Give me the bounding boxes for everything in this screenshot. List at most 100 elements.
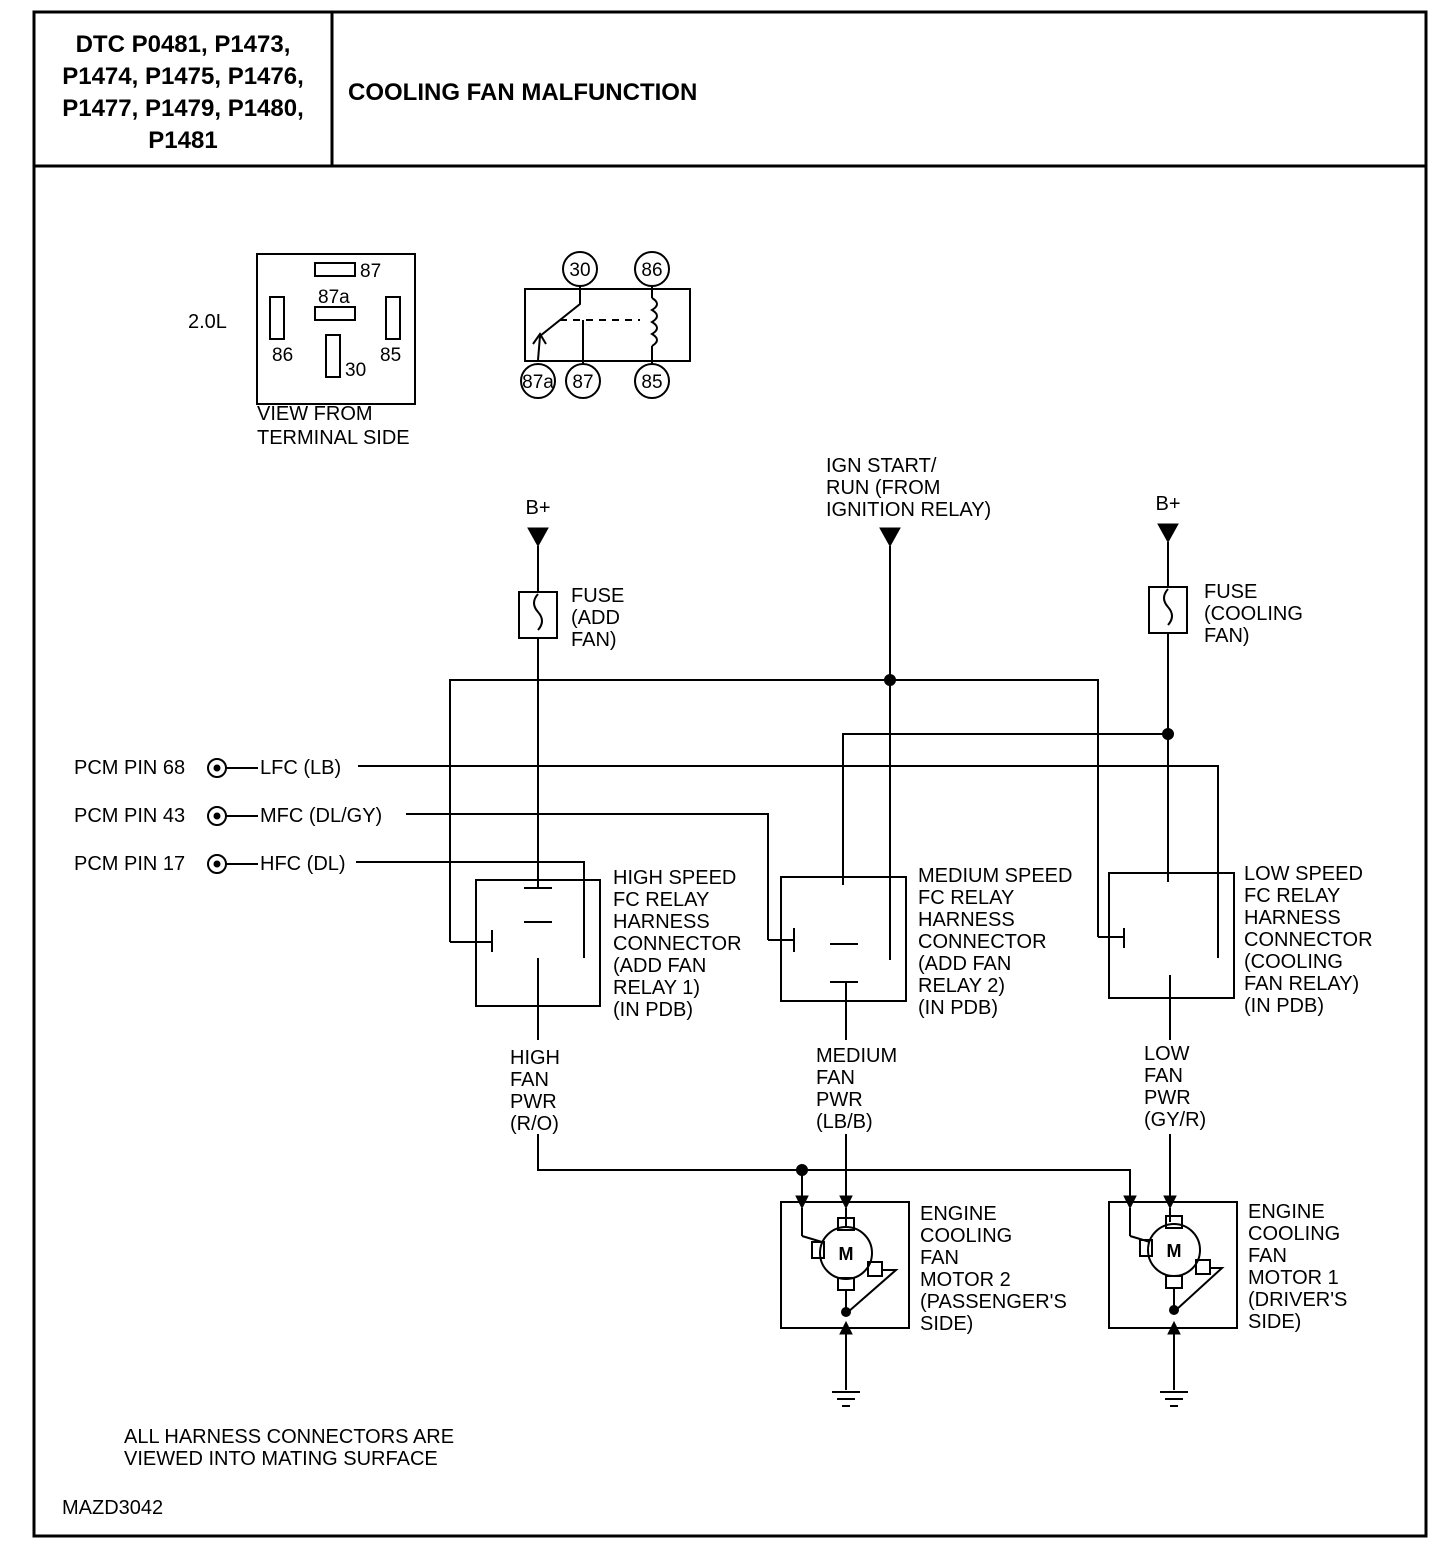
low-relay-body xyxy=(1108,872,1235,999)
pcm-pin-43-dot xyxy=(213,812,221,820)
terminal-86-label: 86 xyxy=(272,345,293,366)
splice-high-fan xyxy=(796,1164,808,1176)
terminal-86-blade xyxy=(269,296,285,340)
motor1-line-2: COOLING xyxy=(1248,1223,1340,1245)
relay-terminal-86-label: 86 xyxy=(641,260,662,281)
fuse-cooling-fan: FUSE (COOLING FAN) xyxy=(1148,581,1303,647)
ign-line-3: IGNITION RELAY) xyxy=(826,499,991,521)
pcm-pin-43: PCM PIN 43 MFC (DL/GY) xyxy=(74,805,382,827)
wire-mfc xyxy=(406,813,769,940)
pcm-pin-68-label: PCM PIN 68 xyxy=(74,757,185,779)
pcm-pin-68-signal: LFC (LB) xyxy=(260,757,341,779)
medium-relay-line-2: FC RELAY xyxy=(918,887,1014,909)
fuse-cooling-fan-body xyxy=(1148,586,1188,634)
ign-line-1: IGN START/ xyxy=(826,455,937,477)
high-speed-relay-connector xyxy=(450,860,601,1007)
fan-motor-1: M xyxy=(1108,1195,1238,1335)
fuse-add-fan-line-3: FAN) xyxy=(571,629,617,651)
pcm-pin-17: PCM PIN 17 HFC (DL) xyxy=(74,853,346,875)
relay-terminal-30-label: 30 xyxy=(569,260,590,281)
pcm-pin-17-dot xyxy=(213,860,221,868)
low-relay-line-4: CONNECTOR xyxy=(1244,929,1373,951)
high-relay-line-4: CONNECTOR xyxy=(613,933,742,955)
motor1-label: ENGINE COOLING FAN MOTOR 1 (DRIVER'S SID… xyxy=(1248,1201,1347,1333)
high-relay-line-5: (ADD FAN xyxy=(613,955,706,977)
medium-speed-relay-connector xyxy=(768,860,907,1002)
high-relay-line-1: HIGH SPEED xyxy=(613,867,736,889)
relay-switch-contact xyxy=(532,332,547,345)
dtc-line-1: DTC P0481, P1473, xyxy=(76,31,291,58)
motor1-ground-node xyxy=(1169,1305,1179,1315)
high-fan-pwr-label: HIGH FAN PWR (R/O) xyxy=(510,1047,560,1135)
low-speed-relay-connector xyxy=(1098,860,1235,999)
pcm-pin-43-label: PCM PIN 43 xyxy=(74,805,185,827)
footer-note-line-2: VIEWED INTO MATING SURFACE xyxy=(124,1448,438,1470)
motor1-line-5: (DRIVER'S xyxy=(1248,1289,1347,1311)
low-relay-line-6: FAN RELAY) xyxy=(1244,973,1359,995)
motor2-line-5: (PASSENGER'S xyxy=(920,1291,1067,1313)
splice-ign xyxy=(884,674,896,686)
footer-note-line-1: ALL HARNESS CONNECTORS ARE xyxy=(124,1426,454,1448)
diagram-frame xyxy=(32,10,1428,1538)
terminal-30-label: 30 xyxy=(345,360,366,381)
motor2-symbol: M xyxy=(839,1244,854,1264)
dtc-line-4: P1481 xyxy=(148,127,217,154)
fuse-add-fan-element xyxy=(533,593,543,631)
motor1-armature xyxy=(1147,1223,1201,1277)
low-relay-line-1: LOW SPEED xyxy=(1244,863,1363,885)
motor2-label: ENGINE COOLING FAN MOTOR 2 (PASSENGER'S … xyxy=(920,1203,1067,1335)
b-plus-right-arrow xyxy=(1157,523,1179,544)
view-caption-line-1: VIEW FROM xyxy=(257,403,373,425)
dtc-line-2: P1474, P1475, P1476, xyxy=(62,63,304,90)
motor2-line-1: ENGINE xyxy=(920,1203,997,1225)
relay-switch-arm xyxy=(537,286,581,361)
wire-high-fan-pwr xyxy=(537,1134,1131,1196)
fuse-add-fan-line-2: (ADD xyxy=(571,607,620,629)
terminal-87-blade xyxy=(314,262,356,277)
motor1-line-6: SIDE) xyxy=(1248,1311,1301,1333)
fan-motor-2: M xyxy=(780,1195,910,1335)
ground-symbol-motor1 xyxy=(1160,1391,1188,1407)
low-pwr-line-4: (GY/R) xyxy=(1144,1109,1206,1131)
terminal-87a-blade xyxy=(314,306,356,321)
terminal-30-blade xyxy=(325,334,341,378)
motor1-symbol: M xyxy=(1167,1241,1182,1261)
relay-coil xyxy=(650,297,658,347)
pcm-pin-17-signal: HFC (DL) xyxy=(260,853,346,875)
medium-relay-line-4: CONNECTOR xyxy=(918,931,1047,953)
dtc-codes: DTC P0481, P1473, P1474, P1475, P1476, P… xyxy=(62,31,304,154)
connector-outline xyxy=(256,253,416,405)
motor1-internal-link xyxy=(1175,1267,1225,1311)
motor2-left-brush xyxy=(811,1241,825,1259)
low-relay-line-5: (COOLING xyxy=(1244,951,1343,973)
relay-terminal-87a xyxy=(520,363,556,399)
terminal-85-blade xyxy=(385,296,401,340)
fuse-add-fan: FUSE (ADD FAN) xyxy=(518,585,624,651)
figure-code: MAZD3042 xyxy=(62,1497,163,1519)
medium-relay-line-5: (ADD FAN xyxy=(918,953,1011,975)
low-relay-line-7: (IN PDB) xyxy=(1244,995,1324,1017)
medium-relay-label: MEDIUM SPEED FC RELAY HARNESS CONNECTOR … xyxy=(918,865,1072,1019)
pcm-pin-43-signal: MFC (DL/GY) xyxy=(260,805,382,827)
motor2-top-brush xyxy=(837,1217,855,1231)
motor2-line-4: MOTOR 2 xyxy=(920,1269,1011,1291)
high-relay-line-2: FC RELAY xyxy=(613,889,709,911)
motor2-internal-link xyxy=(847,1269,899,1313)
low-pwr-line-1: LOW xyxy=(1144,1043,1190,1065)
fuse-cooling-line-2: (COOLING xyxy=(1204,603,1303,625)
high-relay-label: HIGH SPEED FC RELAY HARNESS CONNECTOR (A… xyxy=(613,867,742,1021)
motor1-line-3: FAN xyxy=(1248,1245,1287,1267)
page-title: COOLING FAN MALFUNCTION xyxy=(348,79,697,106)
fuse-cooling-line-3: FAN) xyxy=(1204,625,1250,647)
terminal-85-label: 85 xyxy=(380,345,401,366)
motor2-ground-node xyxy=(841,1307,851,1317)
b-plus-left-arrow xyxy=(527,527,549,548)
motor1-low-pin xyxy=(1163,1195,1177,1210)
relay-terminal-87a-label: 87a xyxy=(522,372,554,393)
motor2-line-3: FAN xyxy=(920,1247,959,1269)
motor2-medium-pin xyxy=(839,1195,853,1210)
medium-pwr-line-4: (LB/B) xyxy=(816,1111,873,1133)
motor1-top-brush xyxy=(1165,1215,1183,1229)
view-caption-line-2: TERMINAL SIDE xyxy=(257,427,410,449)
high-pwr-line-3: PWR xyxy=(510,1091,557,1113)
